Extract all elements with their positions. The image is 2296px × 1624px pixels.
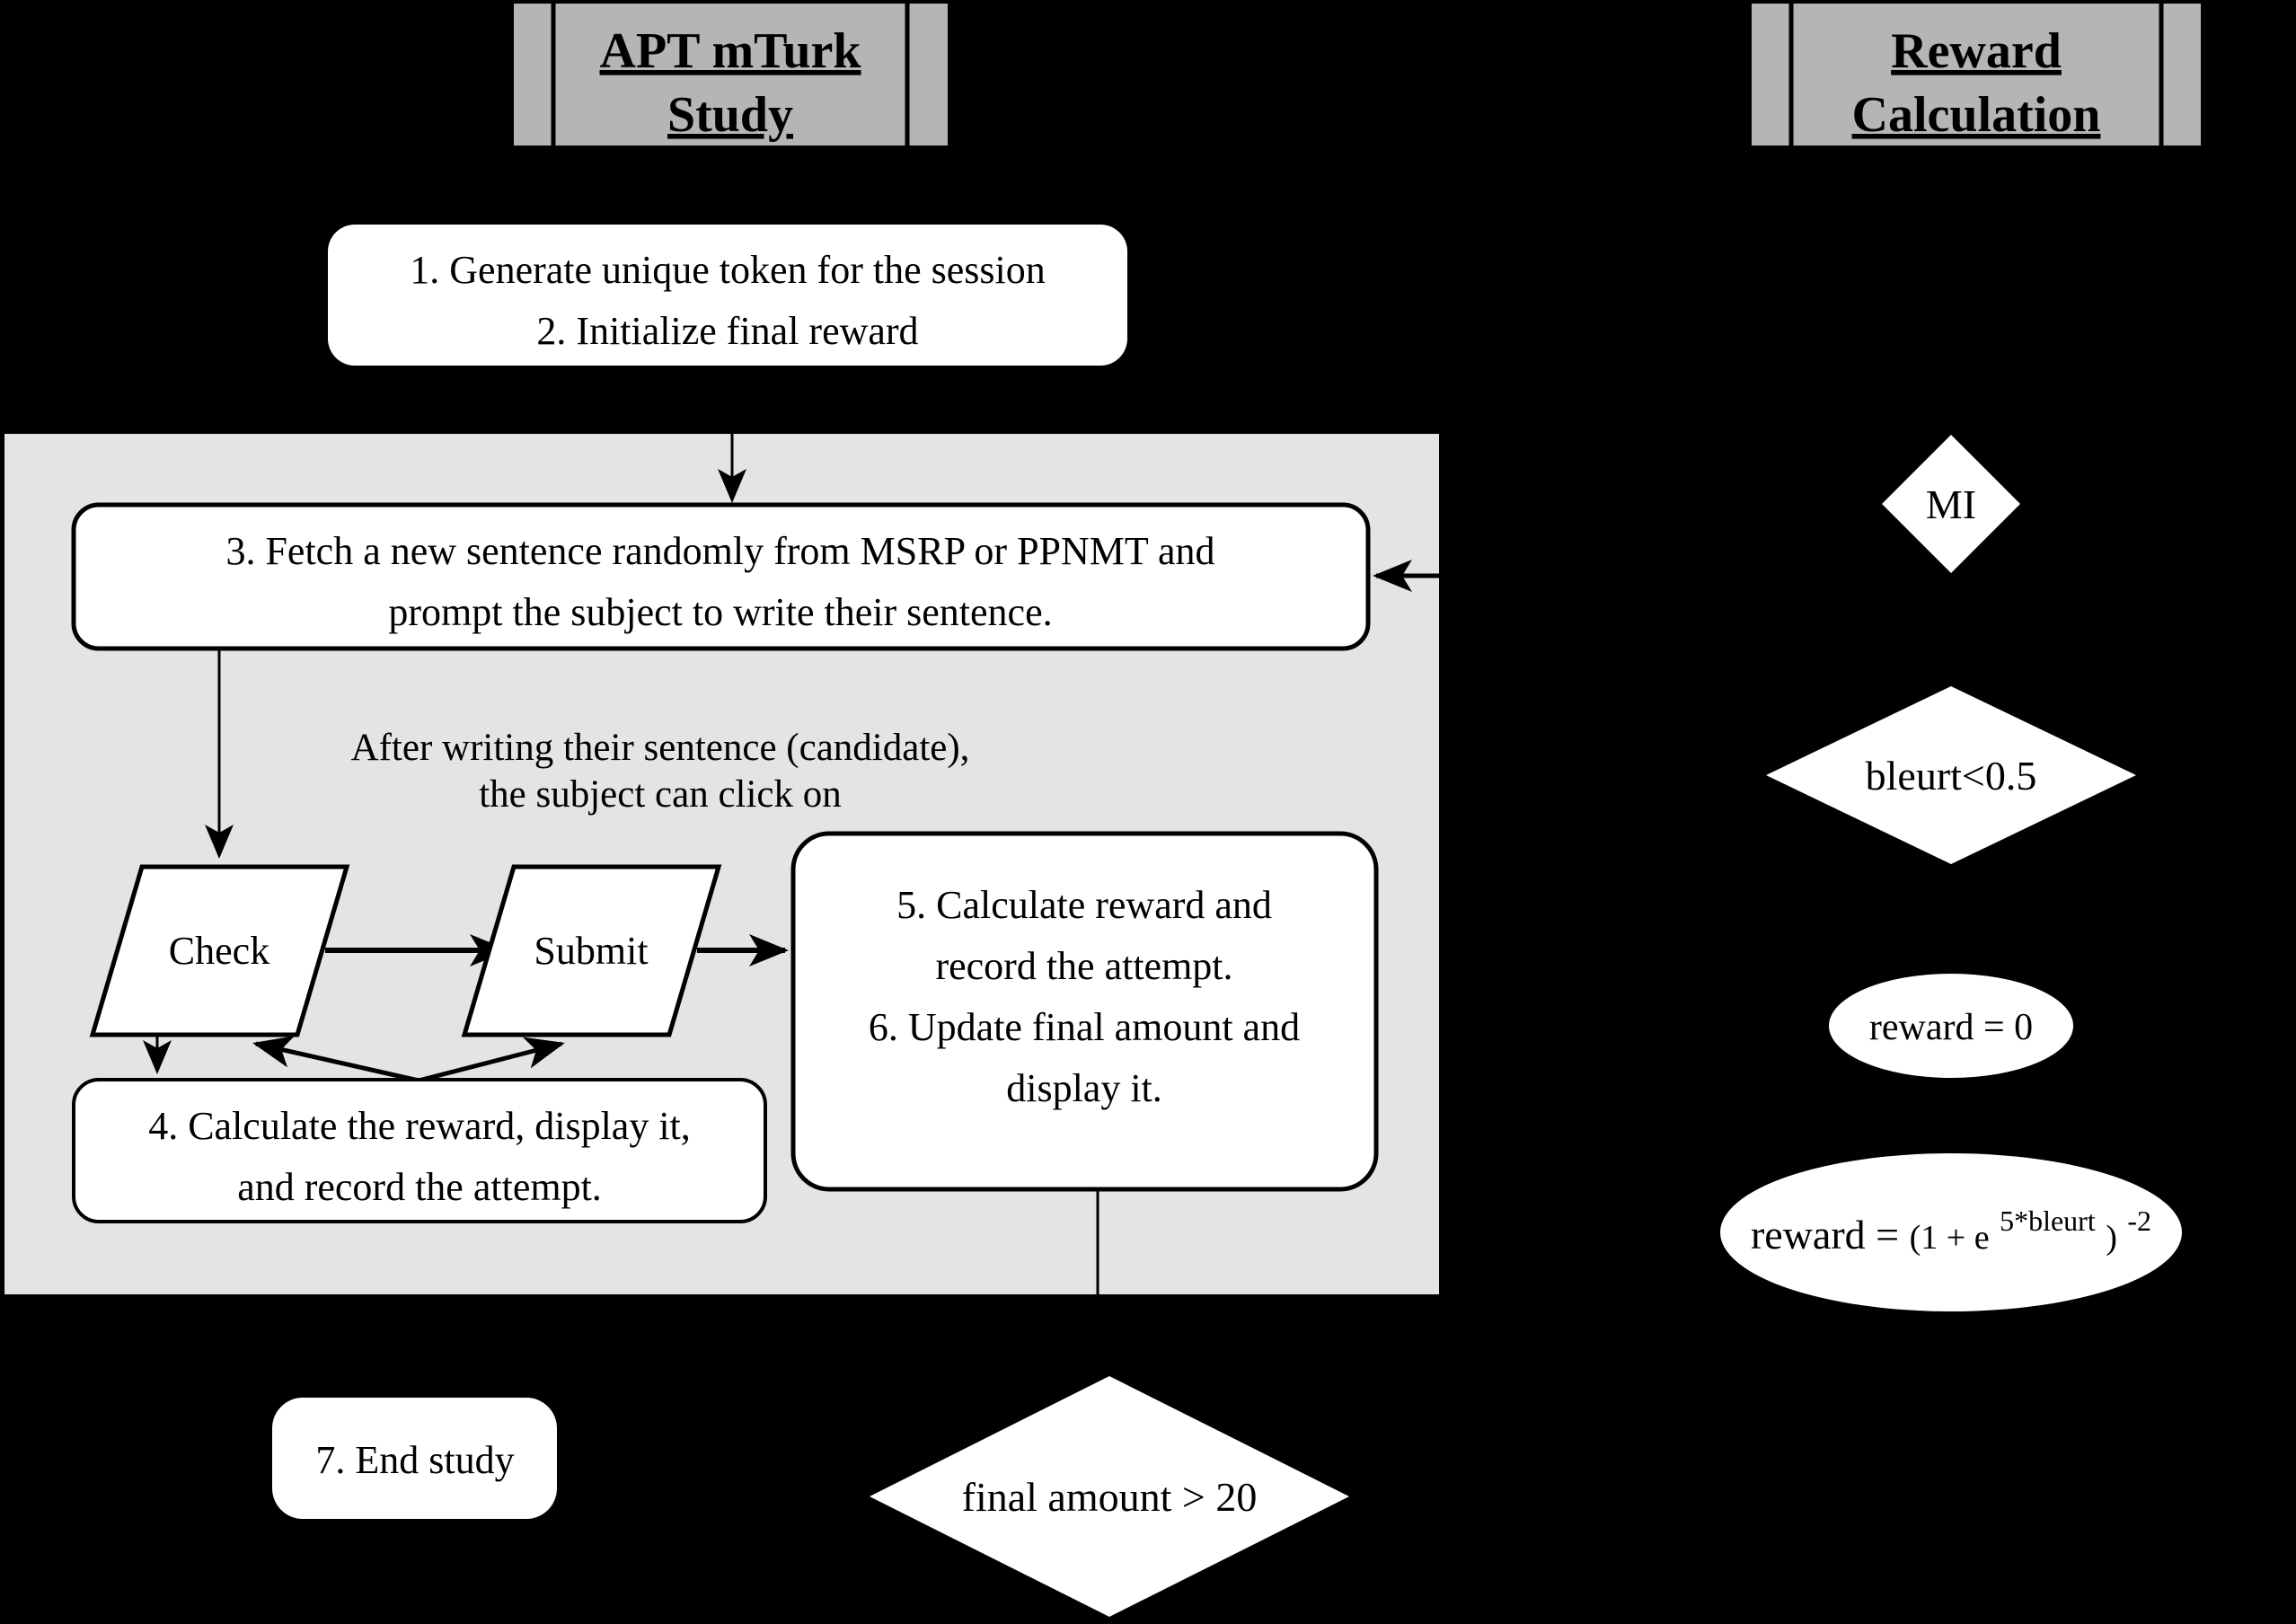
node-mi: MI xyxy=(1882,435,2020,573)
node-check-label: Check xyxy=(169,929,269,973)
arrow-display-to-check xyxy=(252,1036,419,1083)
node-init-line1: 1. Generate unique token for the session xyxy=(410,248,1045,292)
node-submit: Submit xyxy=(461,864,722,1037)
node-submit-shape xyxy=(461,864,722,1037)
node-reward-zero-shape xyxy=(1829,974,2073,1078)
note-line1: After writing their sentence (candidate)… xyxy=(351,727,970,769)
header-study-box xyxy=(514,4,948,146)
formula-close: ) xyxy=(2106,1219,2117,1257)
node-reward-display-line2: and record the attempt. xyxy=(237,1165,602,1209)
header-study-line2: Study xyxy=(667,87,793,143)
formula-sup: 5*bleurt xyxy=(2000,1205,2096,1237)
header-study-line1: APT mTurk xyxy=(600,23,862,79)
node-mi-shape xyxy=(1882,435,2020,573)
node-mi-label: MI xyxy=(1926,481,1976,527)
node-init: 1. Generate unique token for the session… xyxy=(328,225,1127,366)
node-reward-record-line2: record the attempt. xyxy=(935,944,1232,988)
node-init-box xyxy=(328,225,1127,366)
node-end-box xyxy=(272,1398,557,1519)
node-fetch: 3. Fetch a new sentence randomly from MS… xyxy=(71,502,1371,651)
node-fetch-line1: 3. Fetch a new sentence randomly from MS… xyxy=(225,529,1214,573)
node-final-check-label: final amount > 20 xyxy=(962,1474,1258,1520)
node-check: Check xyxy=(89,864,350,1037)
node-reward-zero-label: reward = 0 xyxy=(1869,1007,2033,1048)
formula-exp: -2 xyxy=(2127,1205,2151,1237)
header-reward-calculation: Reward Calculation xyxy=(1752,4,2201,146)
node-fetch-line2: prompt the subject to write their senten… xyxy=(388,590,1052,634)
node-submit-label: Submit xyxy=(534,929,648,973)
node-reward-formula: reward = (1 + e 5*bleurt ) -2 xyxy=(1720,1153,2182,1311)
node-init-line2: 2. Initialize final reward xyxy=(536,309,918,353)
formula-lead: reward = xyxy=(1751,1212,1910,1258)
note-line2: the subject can click on xyxy=(479,773,842,816)
node-reward-record: 5. Calculate reward and record the attem… xyxy=(790,831,1379,1192)
node-reward-formula-shape xyxy=(1720,1153,2182,1311)
node-reward-record-box xyxy=(790,831,1379,1192)
header-reward-line1: Reward xyxy=(1891,23,2062,79)
connectors xyxy=(143,364,1965,1511)
node-bleurt-check-label: bleurt<0.5 xyxy=(1866,753,2037,799)
header-reward-line2: Calculation xyxy=(1852,87,2101,143)
node-reward-display: 4. Calculate the reward, display it, and… xyxy=(72,1078,767,1223)
arrow-loopback-to-fetch xyxy=(1349,560,1575,1499)
node-reward-formula-label: reward = (1 + e 5*bleurt ) -2 xyxy=(1751,1194,2151,1258)
formula-open: (1 + e xyxy=(1910,1219,1990,1257)
header-reward-box xyxy=(1752,4,2201,146)
node-end-label: 7. End study xyxy=(315,1438,514,1482)
node-reward-record-line3: 6. Update final amount and xyxy=(869,1005,1300,1049)
node-fetch-box xyxy=(71,502,1371,651)
node-reward-record-line1: 5. Calculate reward and xyxy=(896,883,1272,927)
header-apt-mturk-study: APT mTurk Study xyxy=(514,4,948,146)
node-reward-display-line1: 4. Calculate the reward, display it, xyxy=(148,1104,691,1148)
node-reward-record-line4: display it. xyxy=(1006,1066,1162,1110)
node-check-shape xyxy=(89,864,350,1037)
node-final-check: final amount > 20 xyxy=(870,1376,1349,1617)
node-bleurt-check: bleurt<0.5 xyxy=(1766,686,2136,864)
node-reward-display-box xyxy=(72,1078,767,1223)
node-reward-zero: reward = 0 xyxy=(1829,974,2073,1078)
node-bleurt-check-shape xyxy=(1766,686,2136,864)
note-after-writing: After writing their sentence (candidate)… xyxy=(351,727,970,816)
arrow-display-to-submit xyxy=(418,1037,565,1083)
node-end: 7. End study xyxy=(272,1398,557,1519)
node-final-check-shape xyxy=(870,1376,1349,1617)
